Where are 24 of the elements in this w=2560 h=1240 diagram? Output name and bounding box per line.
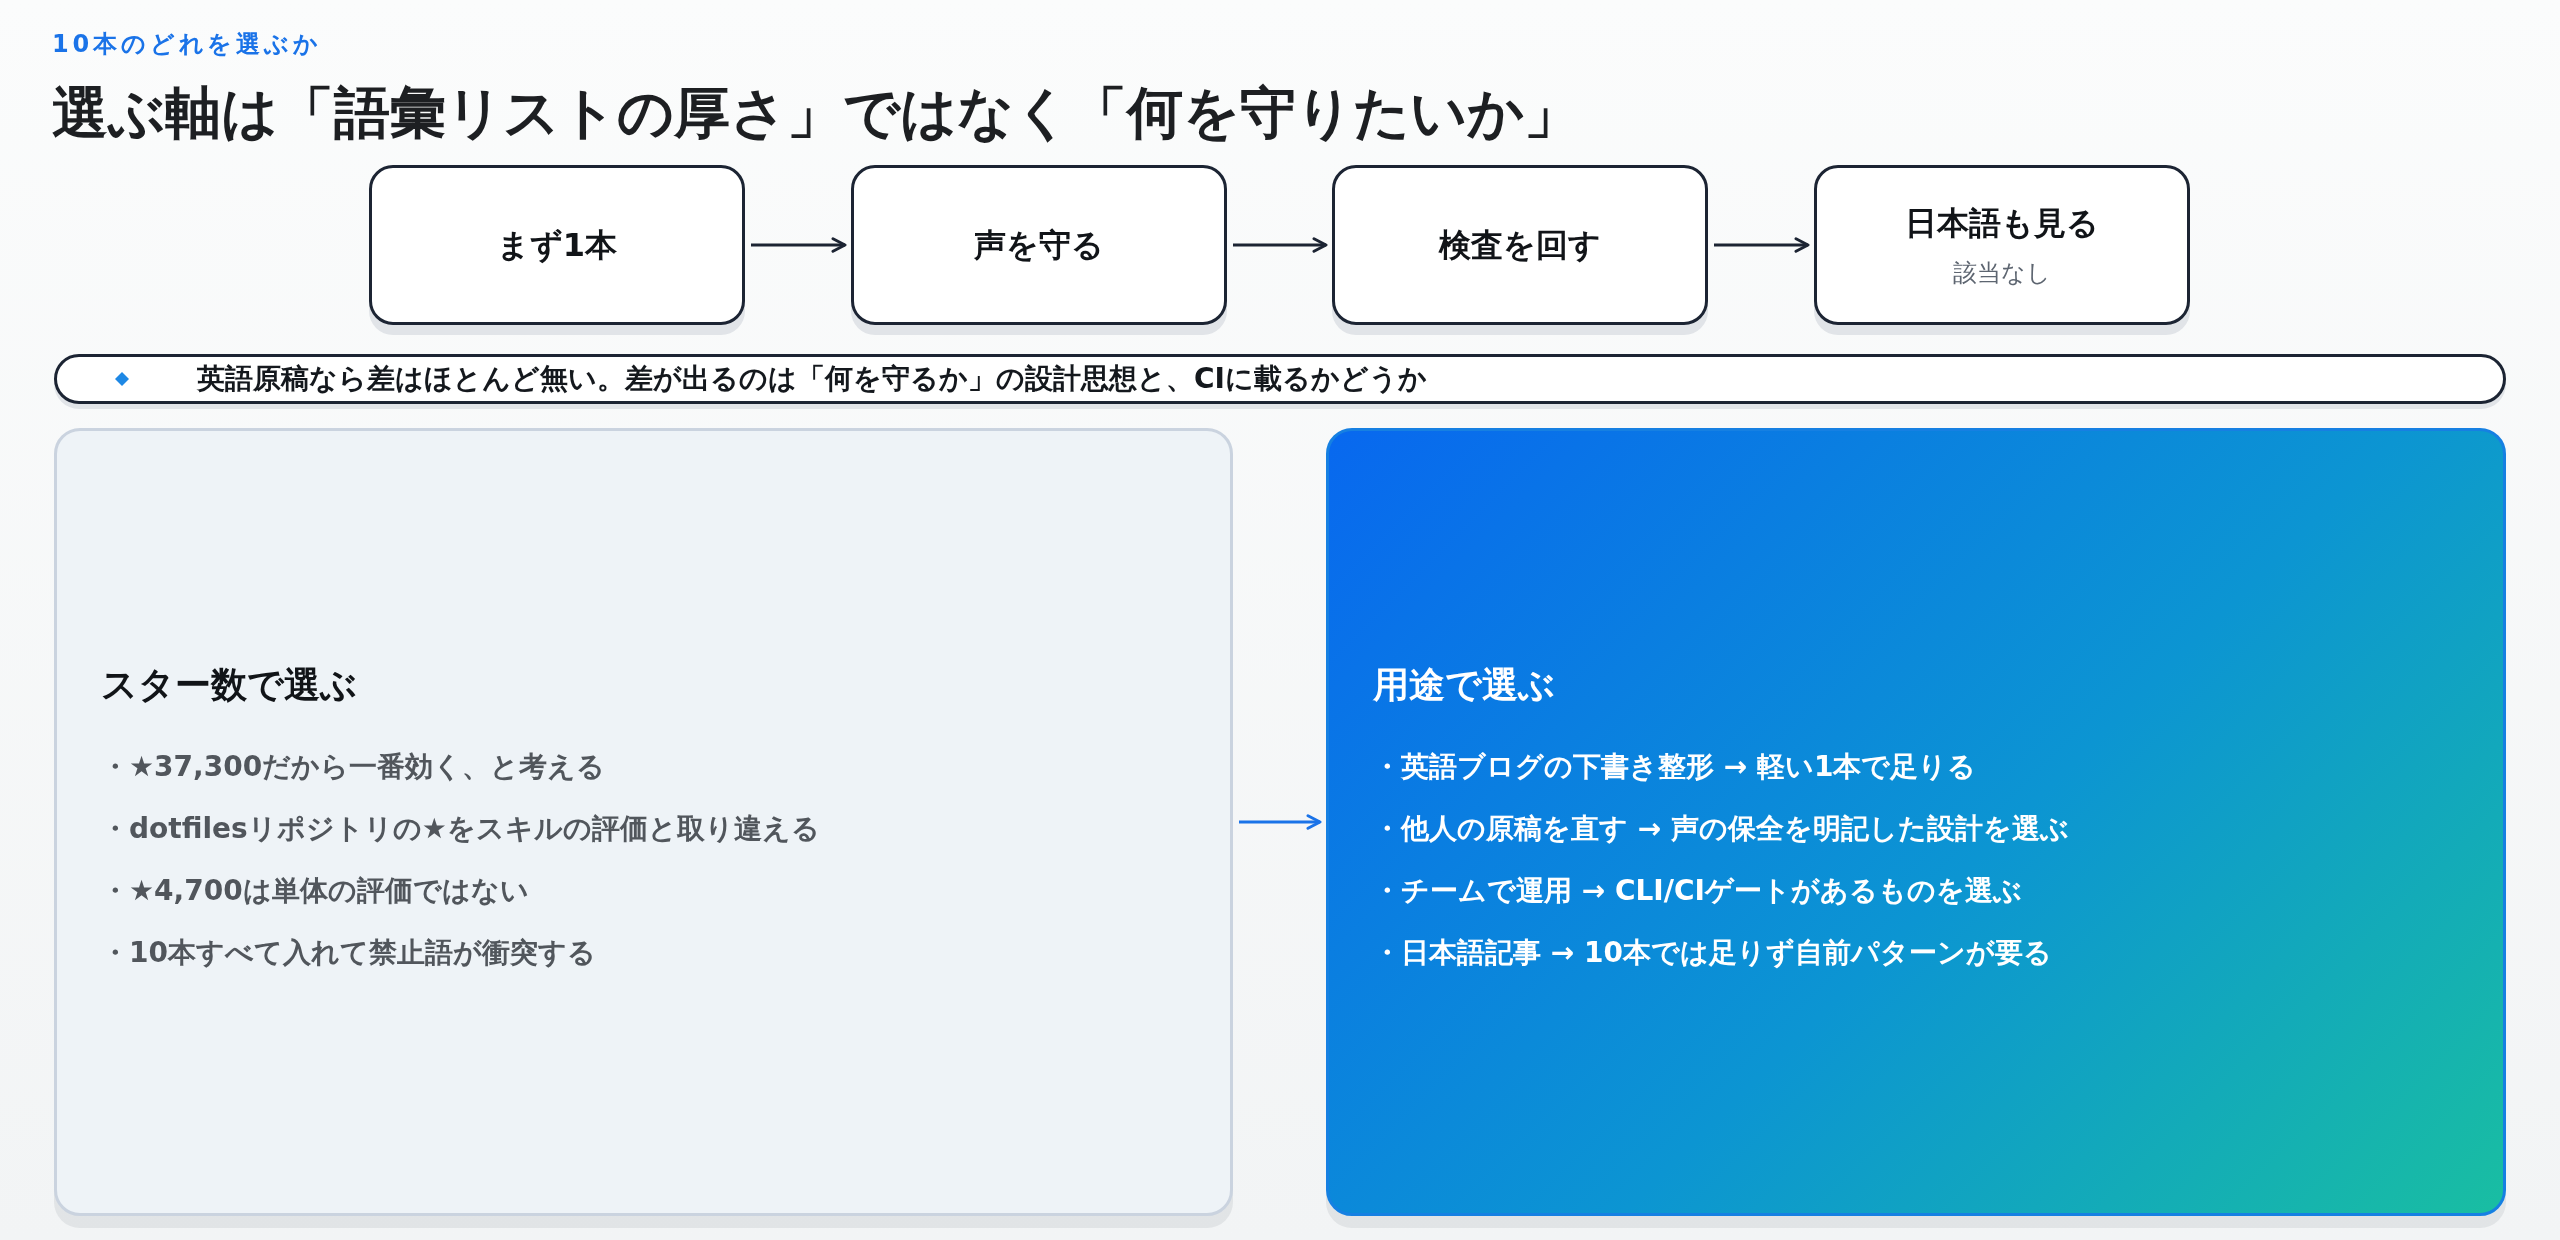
- bullet-item: ・英語ブログの下書き整形 → 軽い1本で足りる: [1373, 749, 1977, 785]
- summary-text: 英語原稿なら差はほとんど無い。差が出るのは「何を守るか」の設計思想と、CIに載るかどうか: [197, 361, 1427, 397]
- arrow: [1233, 237, 1328, 253]
- panel-heading: 用途で選ぶ: [1373, 663, 1555, 707]
- arrow: [1714, 237, 1810, 253]
- step-title: 日本語も見る: [1905, 203, 2099, 244]
- arrow: [751, 237, 847, 253]
- step-title: 検査を回す: [1439, 225, 1601, 266]
- page-title: 選ぶ軸は「語彙リストの厚さ」ではなく「何を守りたいか」: [52, 79, 1580, 146]
- step-title: まず1本: [496, 225, 618, 266]
- panel-heading: スター数で選ぶ: [101, 663, 357, 707]
- step-caption: 該当なし: [1953, 258, 2051, 289]
- bullet-item: ・日本語記事 → 10本では足りず自前パターンが要る: [1373, 935, 2052, 971]
- bullet-item: ・dotfilesリポジトリの★をスキルの評価と取り違える: [101, 811, 820, 847]
- bullet-item: ・他人の原稿を直す → 声の保全を明記した設計を選ぶ: [1373, 811, 2069, 847]
- bullet-item: ・★4,700は単体の評価ではない: [101, 873, 529, 909]
- comparison-panel: [54, 428, 1233, 1216]
- bullet-item: ・10本すべて入れて禁止語が衝突する: [101, 935, 596, 971]
- bullet-item: ・★37,300だから一番効く、と考える: [101, 749, 606, 785]
- comparison-panel: [1326, 428, 2506, 1216]
- arrow: [1239, 814, 1322, 830]
- step-title: 声を守る: [974, 225, 1104, 266]
- bullet-item: ・チームで運用 → CLI/CIゲートがあるものを選ぶ: [1373, 873, 2022, 909]
- kicker-text: 10本のどれを選ぶか: [52, 30, 323, 59]
